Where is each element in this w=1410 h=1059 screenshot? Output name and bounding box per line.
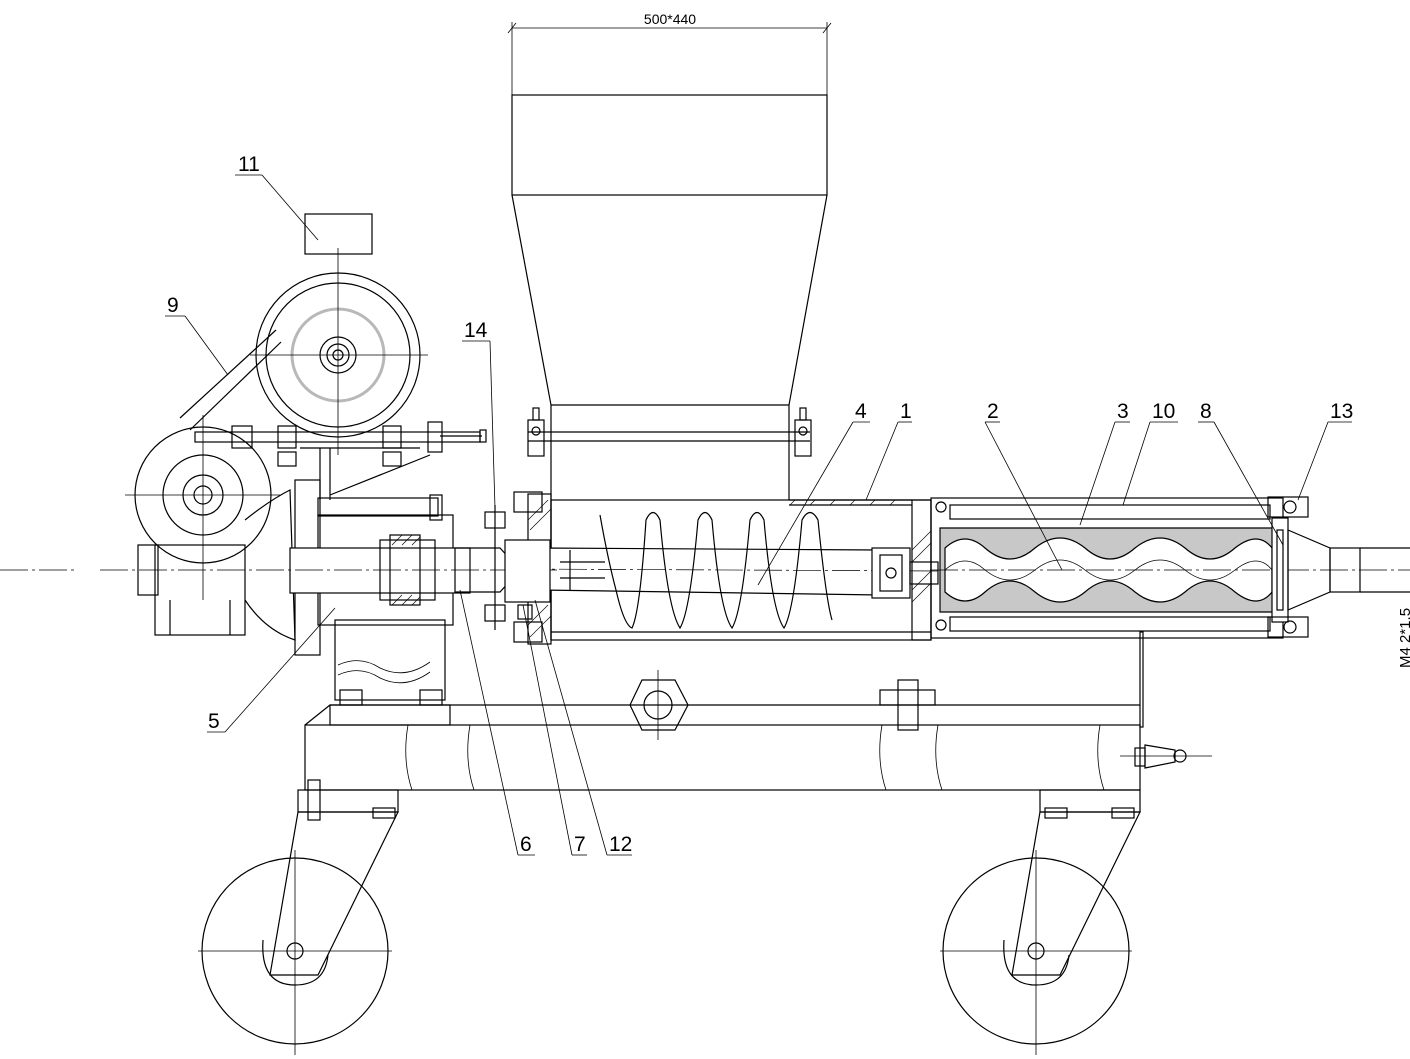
drive-pulley: [125, 329, 282, 600]
callout-8: 8: [1200, 400, 1212, 423]
frame: [304, 631, 1212, 791]
drive-motor: [250, 213, 428, 455]
callout-7: 7: [574, 833, 586, 856]
dimension-label: 500*440: [644, 11, 696, 27]
callout-6: 6: [520, 833, 532, 856]
callout-12: 12: [609, 833, 632, 856]
callouts: 11 9 14 4 1 2 3 10 8 13: [165, 153, 1353, 856]
callout-10: 10: [1152, 400, 1175, 423]
callout-5: 5: [208, 710, 220, 733]
thread-note: M4 2*1.5: [1397, 608, 1410, 668]
callout-14: 14: [464, 319, 488, 342]
stator-pump: M4 2*1.5: [930, 496, 1410, 668]
callout-9: 9: [167, 294, 179, 317]
callout-3: 3: [1117, 400, 1129, 423]
callout-1: 1: [900, 400, 912, 423]
callout-4: 4: [855, 400, 867, 423]
callout-13: 13: [1330, 400, 1353, 423]
bearing-housing: [0, 479, 560, 706]
hopper: 500*440: [507, 11, 832, 640]
callout-2: 2: [987, 400, 999, 423]
left-wheel: [198, 779, 399, 1055]
callout-11: 11: [238, 153, 260, 176]
right-wheel: [940, 789, 1141, 1055]
gearbox: [137, 421, 487, 641]
feed-screw: [519, 511, 941, 630]
